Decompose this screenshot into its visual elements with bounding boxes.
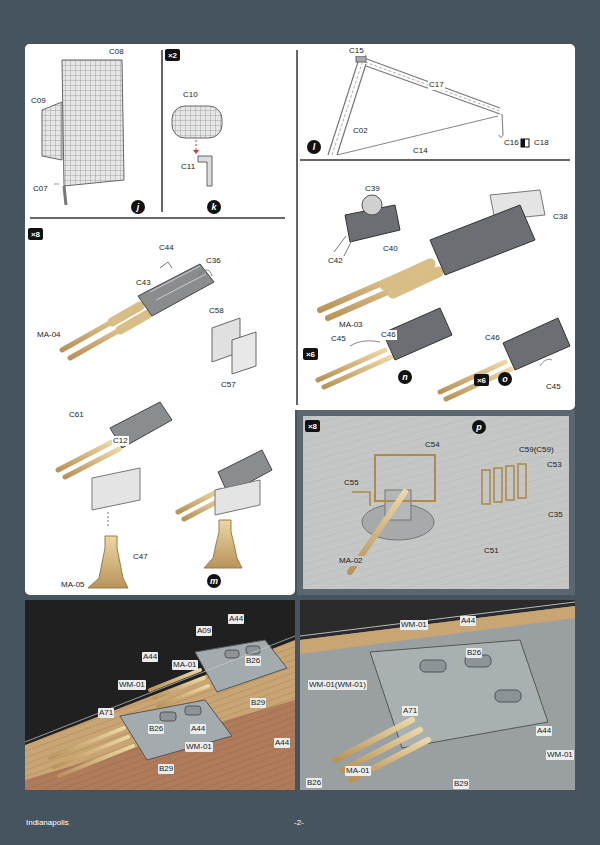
part-label: B26 bbox=[306, 778, 322, 788]
part-label: A44 bbox=[536, 726, 552, 736]
part-label: A09 bbox=[196, 626, 212, 636]
part-label: MA-02 bbox=[338, 556, 364, 566]
part-label: C38 bbox=[552, 212, 569, 222]
part-label: WM-01(WM-01) bbox=[308, 680, 367, 690]
part-label: C14 bbox=[412, 146, 429, 156]
step-circle: j bbox=[131, 200, 145, 214]
step-circle: o bbox=[498, 372, 512, 386]
part-label: MA-01 bbox=[172, 660, 198, 670]
part-label: B29 bbox=[250, 698, 266, 708]
part-label: MA-01 bbox=[345, 766, 371, 776]
part-label: C08 bbox=[108, 47, 125, 57]
footer-text: Indianapolis bbox=[25, 818, 70, 828]
part-label: MA-04 bbox=[36, 330, 62, 340]
part-label: WM-01 bbox=[546, 750, 574, 760]
part-label: B26 bbox=[148, 724, 164, 734]
part-label: C57 bbox=[220, 380, 237, 390]
step-letter: k bbox=[211, 202, 216, 212]
part-label: C17 bbox=[428, 80, 445, 90]
step-circle: n bbox=[398, 370, 412, 384]
part-label: C58 bbox=[208, 306, 225, 316]
part-label: C43 bbox=[135, 278, 152, 288]
quantity-text: ×8 bbox=[308, 422, 317, 431]
part-label: C11 bbox=[180, 162, 196, 172]
part-label: C09 bbox=[30, 96, 47, 106]
part-label: A44 bbox=[142, 652, 158, 662]
part-label: A71 bbox=[98, 708, 114, 718]
part-label: C18 bbox=[533, 138, 550, 148]
part-label: C02 bbox=[352, 126, 369, 136]
part-label: C16 bbox=[503, 138, 520, 148]
step-letter: o bbox=[502, 374, 508, 384]
part-label: C47 bbox=[132, 552, 149, 562]
quantity-badge: ×8 bbox=[28, 228, 43, 240]
part-label: C36 bbox=[205, 256, 222, 266]
part-label: A44 bbox=[460, 616, 476, 626]
step-circle: k bbox=[207, 200, 221, 214]
part-label: C40 bbox=[382, 244, 399, 254]
part-label: C59(C59) bbox=[518, 445, 555, 455]
quantity-text: ×6 bbox=[306, 350, 315, 359]
quantity-badge: ×6 bbox=[303, 348, 318, 360]
part-label: C45 bbox=[545, 382, 562, 392]
part-label: C15 bbox=[348, 46, 365, 56]
part-label: C45 bbox=[330, 334, 347, 344]
part-label: C44 bbox=[158, 243, 175, 253]
step-circle: p bbox=[472, 420, 486, 434]
part-label: WM-01 bbox=[185, 742, 213, 752]
step-letter: p bbox=[476, 422, 482, 432]
quantity-text: ×8 bbox=[31, 230, 40, 239]
part-label: C35 bbox=[547, 510, 564, 520]
quantity-text: ×6 bbox=[477, 376, 486, 385]
quantity-badge: ×6 bbox=[474, 374, 489, 386]
part-label: C12 bbox=[112, 436, 129, 446]
step-letter: l bbox=[313, 142, 316, 152]
part-label: MA-05 bbox=[60, 580, 86, 590]
part-label: C53 bbox=[546, 460, 563, 470]
quantity-badge: ×8 bbox=[305, 420, 320, 432]
part-label: B26 bbox=[245, 656, 261, 666]
step-letter: n bbox=[402, 372, 408, 382]
part-label: WM-01 bbox=[118, 680, 146, 690]
part-label: C61 bbox=[68, 410, 85, 420]
part-label: A44 bbox=[190, 724, 206, 734]
part-label: B26 bbox=[466, 648, 482, 658]
quantity-badge: ×2 bbox=[165, 49, 180, 61]
part-label: WM-01 bbox=[400, 620, 428, 630]
part-label: A44 bbox=[228, 614, 244, 624]
part-label: MA-03 bbox=[338, 320, 364, 330]
part-label: C39 bbox=[364, 184, 381, 194]
part-label: C10 bbox=[182, 90, 199, 100]
step-circle: m bbox=[207, 574, 221, 588]
quantity-text: ×2 bbox=[168, 51, 177, 60]
part-label: C55 bbox=[343, 478, 360, 488]
part-label: C46 bbox=[380, 330, 397, 340]
part-label: B29 bbox=[453, 779, 469, 789]
part-label: A71 bbox=[402, 706, 418, 716]
part-label: B29 bbox=[158, 764, 174, 774]
part-label: A44 bbox=[274, 738, 290, 748]
step-letter: m bbox=[210, 576, 218, 586]
step-letter: j bbox=[137, 202, 140, 212]
part-label: C51 bbox=[483, 546, 500, 556]
part-label: C42 bbox=[327, 256, 344, 266]
part-label: C07 bbox=[32, 184, 49, 194]
part-label: C46 bbox=[484, 333, 501, 343]
part-label: C54 bbox=[424, 440, 441, 450]
footer-text: -2- bbox=[293, 818, 305, 828]
step-circle: l bbox=[307, 140, 321, 154]
